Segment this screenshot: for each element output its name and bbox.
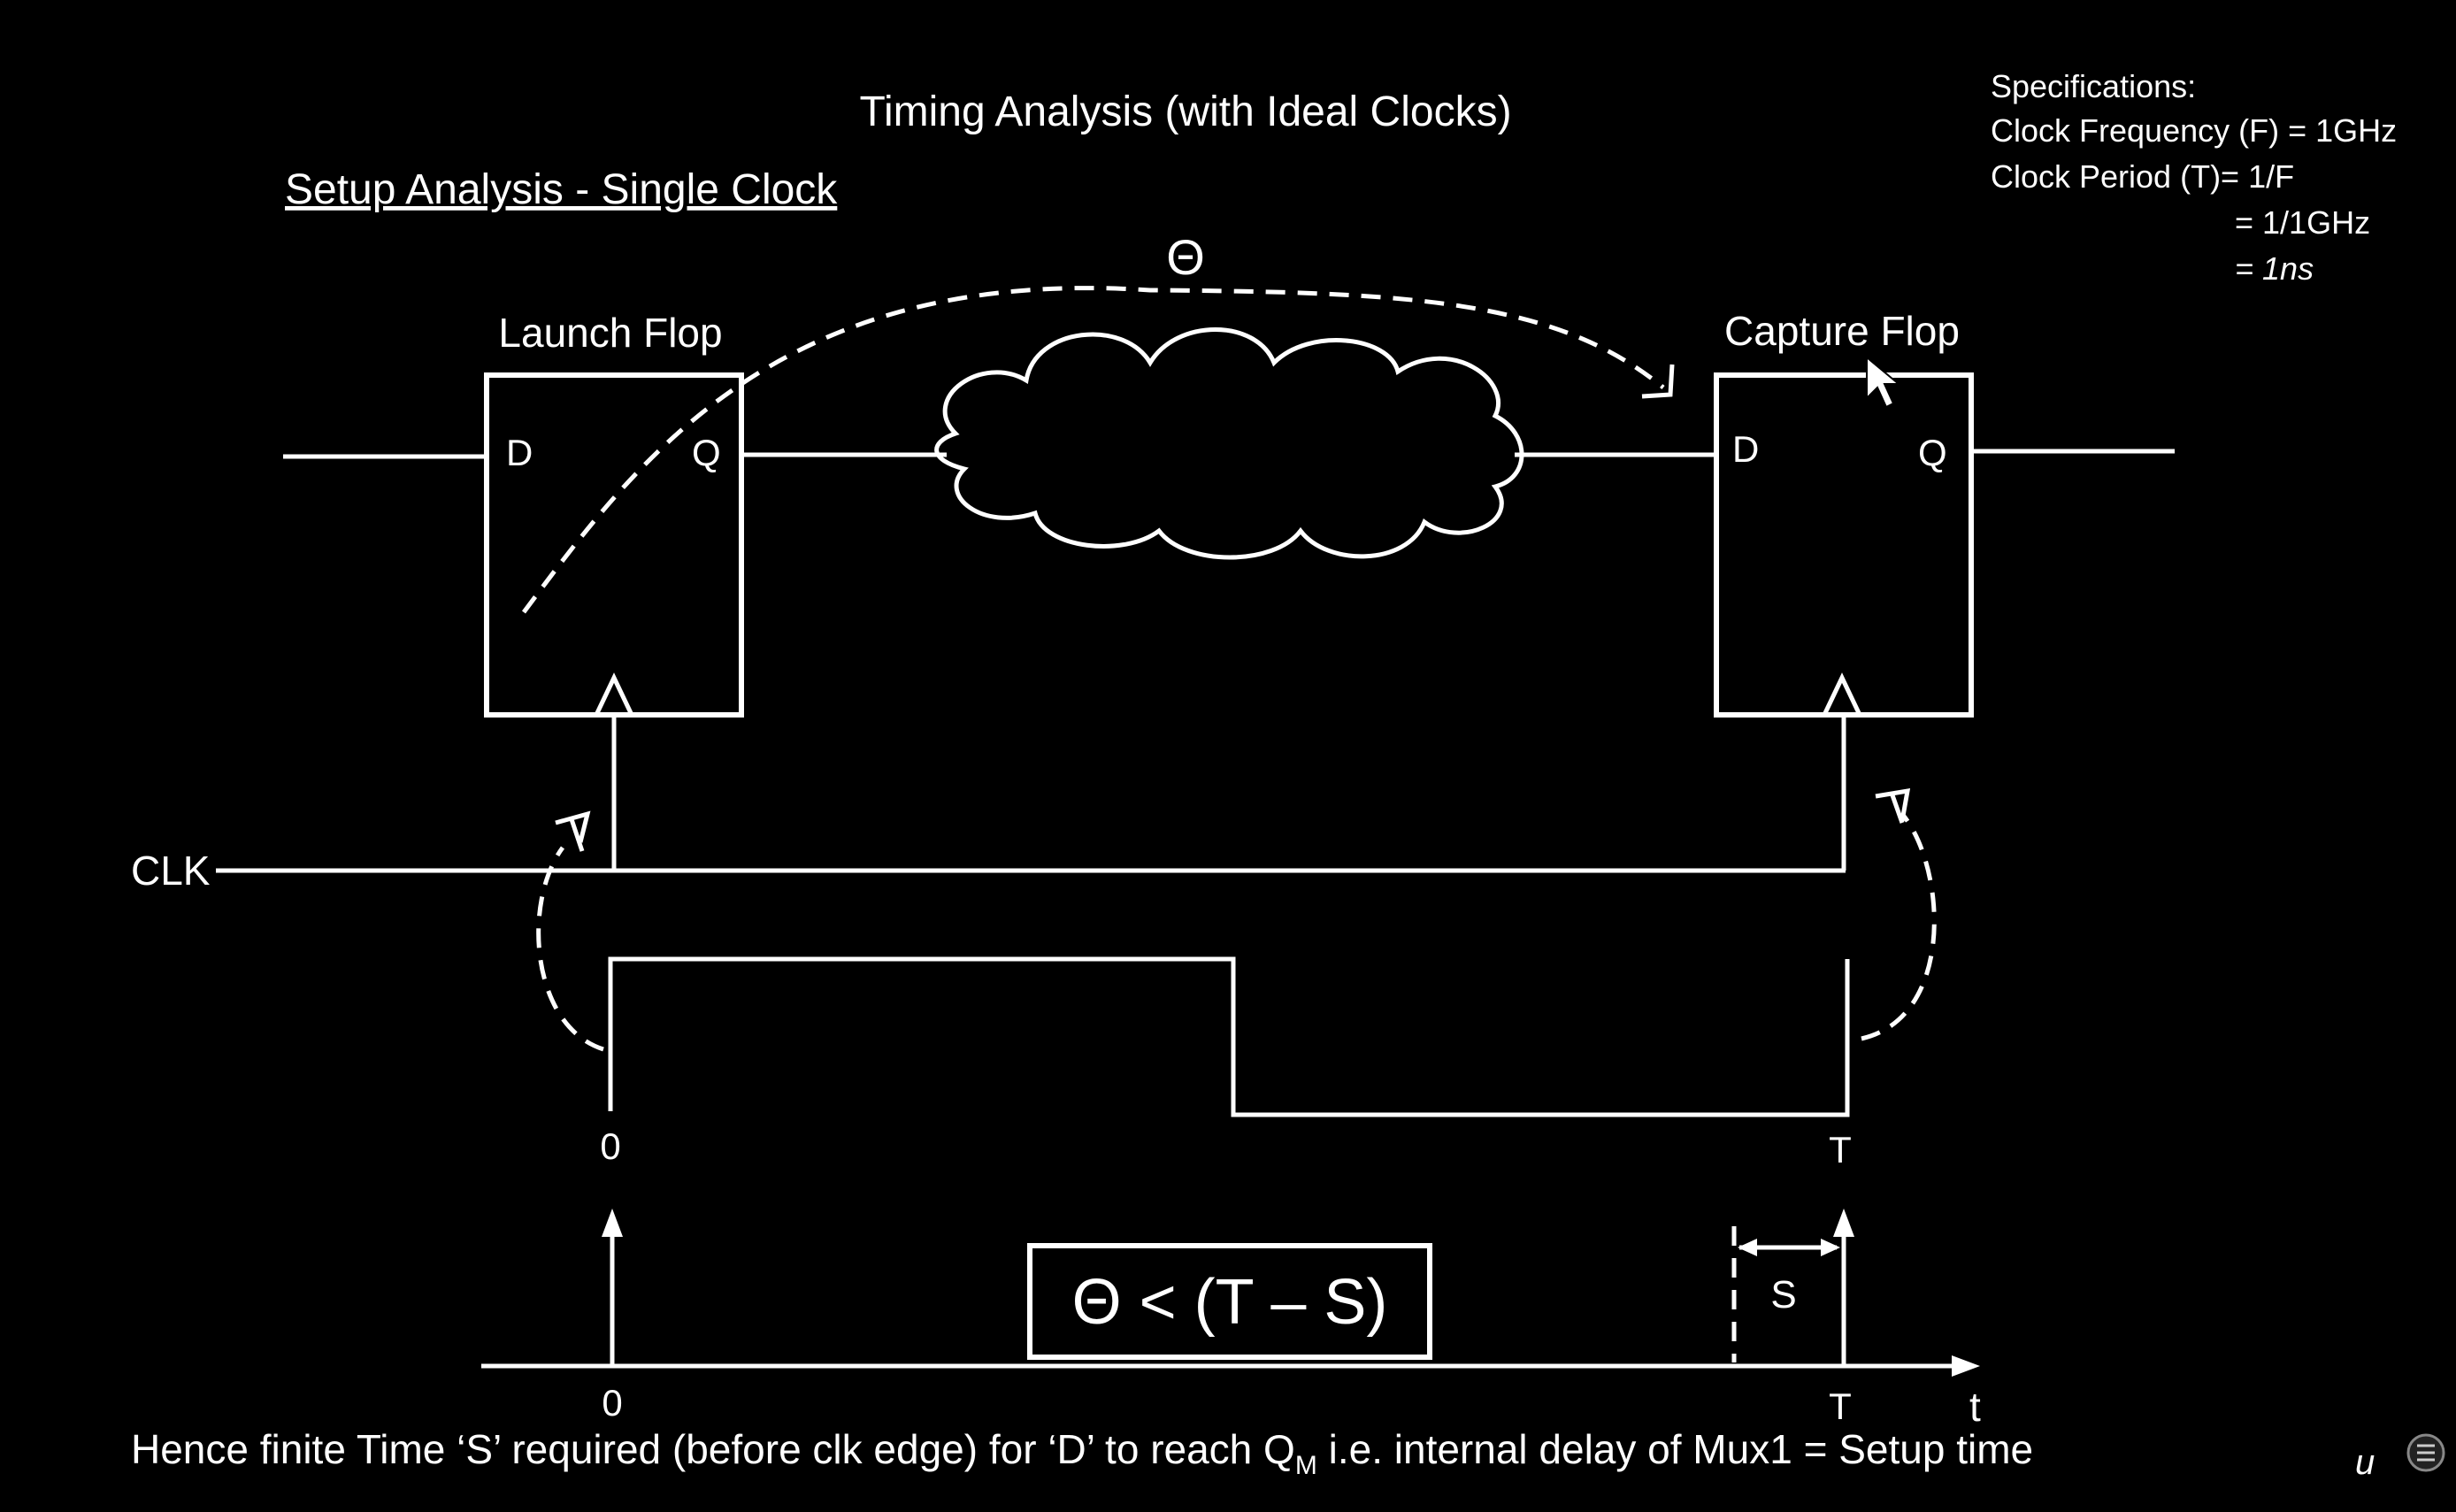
launch-edge-arrowhead (602, 1209, 623, 1237)
launch-clock-arrow (536, 846, 604, 1052)
time-axis-label: t (1969, 1384, 1981, 1430)
capture-clock-triangle (1822, 672, 1862, 717)
theta-path-arc (521, 286, 1665, 614)
section-subtitle: Setup Analysis - Single Clock (285, 166, 838, 213)
capture-flop-box (1714, 372, 1974, 718)
launch-flop: Launch Flop D Q (484, 310, 744, 718)
caption-subscript: M (1295, 1451, 1317, 1480)
capture-d-pin: D (1732, 428, 1759, 470)
caption-main: Hence finite Time ‘S’ required (before c… (131, 1426, 1295, 1472)
capture-q-pin: Q (1918, 432, 1947, 473)
clk-label: CLK (131, 848, 211, 894)
mouse-cursor-icon (1866, 355, 1901, 409)
clock-waveform (608, 956, 1850, 1117)
launch-flop-box (484, 372, 744, 718)
combinational-logic-cloud (934, 327, 1524, 560)
slide-title: Timing Analysis (with Ideal Clocks) (859, 88, 1511, 135)
capture-flop: Capture Flop D Q (1714, 308, 1974, 718)
specs-clock-period: Clock Period (T)= 1/F (1991, 158, 2294, 195)
capture-clock-arrow (1861, 812, 1937, 1041)
capture-flop-label: Capture Flop (1724, 308, 1960, 354)
launch-clock-arrowhead (555, 810, 591, 852)
watermark-glyph: u (2355, 1443, 2375, 1482)
launch-clock-triangle (594, 672, 634, 717)
time-axis-arrowhead (1952, 1355, 1980, 1377)
setup-span-left-arrowhead (1738, 1239, 1757, 1256)
setup-condition: Θ < (T – S) (1072, 1267, 1388, 1338)
specs-period-result: = 1ns (2235, 250, 2314, 287)
specs-heading: Specifications: (1991, 68, 2196, 104)
timeline-zero-label: 0 (602, 1382, 622, 1424)
timeline-period-label: T (1829, 1385, 1852, 1427)
caption-tail: i.e. internal delay of Mux1 = Setup time (1317, 1426, 2033, 1472)
specs-clock-frequency: Clock Frequency (F) = 1GHz (1991, 112, 2397, 149)
specifications-block: Specifications: Clock Frequency (F) = 1G… (1991, 68, 2397, 287)
capture-clock-arrowhead (1875, 787, 1911, 824)
setup-span-right-arrowhead (1821, 1239, 1840, 1256)
waveform-period-label: T (1829, 1129, 1852, 1170)
player-menu-lines-icon (2417, 1444, 2435, 1462)
waveform-zero-label: 0 (600, 1125, 620, 1167)
setup-condition-box (1027, 1243, 1432, 1360)
setup-time-label: S (1770, 1273, 1796, 1316)
capture-edge-arrowhead (1833, 1209, 1854, 1237)
theta-symbol: Θ (1166, 229, 1205, 285)
theta-arrowhead (1641, 364, 1675, 399)
specs-period-step: = 1/1GHz (2235, 204, 2370, 241)
launch-q-pin: Q (692, 432, 721, 473)
slide-caption: Hence finite Time ‘S’ required (before c… (131, 1426, 2033, 1480)
launch-d-pin: D (506, 432, 533, 473)
launch-flop-label: Launch Flop (498, 310, 722, 356)
